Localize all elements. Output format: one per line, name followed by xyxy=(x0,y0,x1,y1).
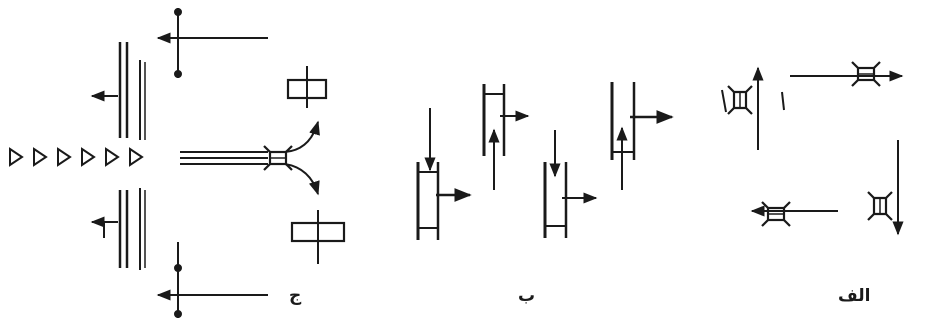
hydrant-valve-icon xyxy=(262,144,294,172)
label-be: ب xyxy=(518,286,536,306)
panel-jim xyxy=(9,8,346,318)
rectangle-tee-icon xyxy=(286,66,328,108)
rectangle-tee-icon xyxy=(290,210,346,264)
panel-alef xyxy=(721,60,904,236)
label-jim: ج xyxy=(289,286,302,306)
panel-be xyxy=(416,82,674,240)
label-alef: الف xyxy=(838,286,871,306)
triangle-marker-icon xyxy=(9,147,144,167)
